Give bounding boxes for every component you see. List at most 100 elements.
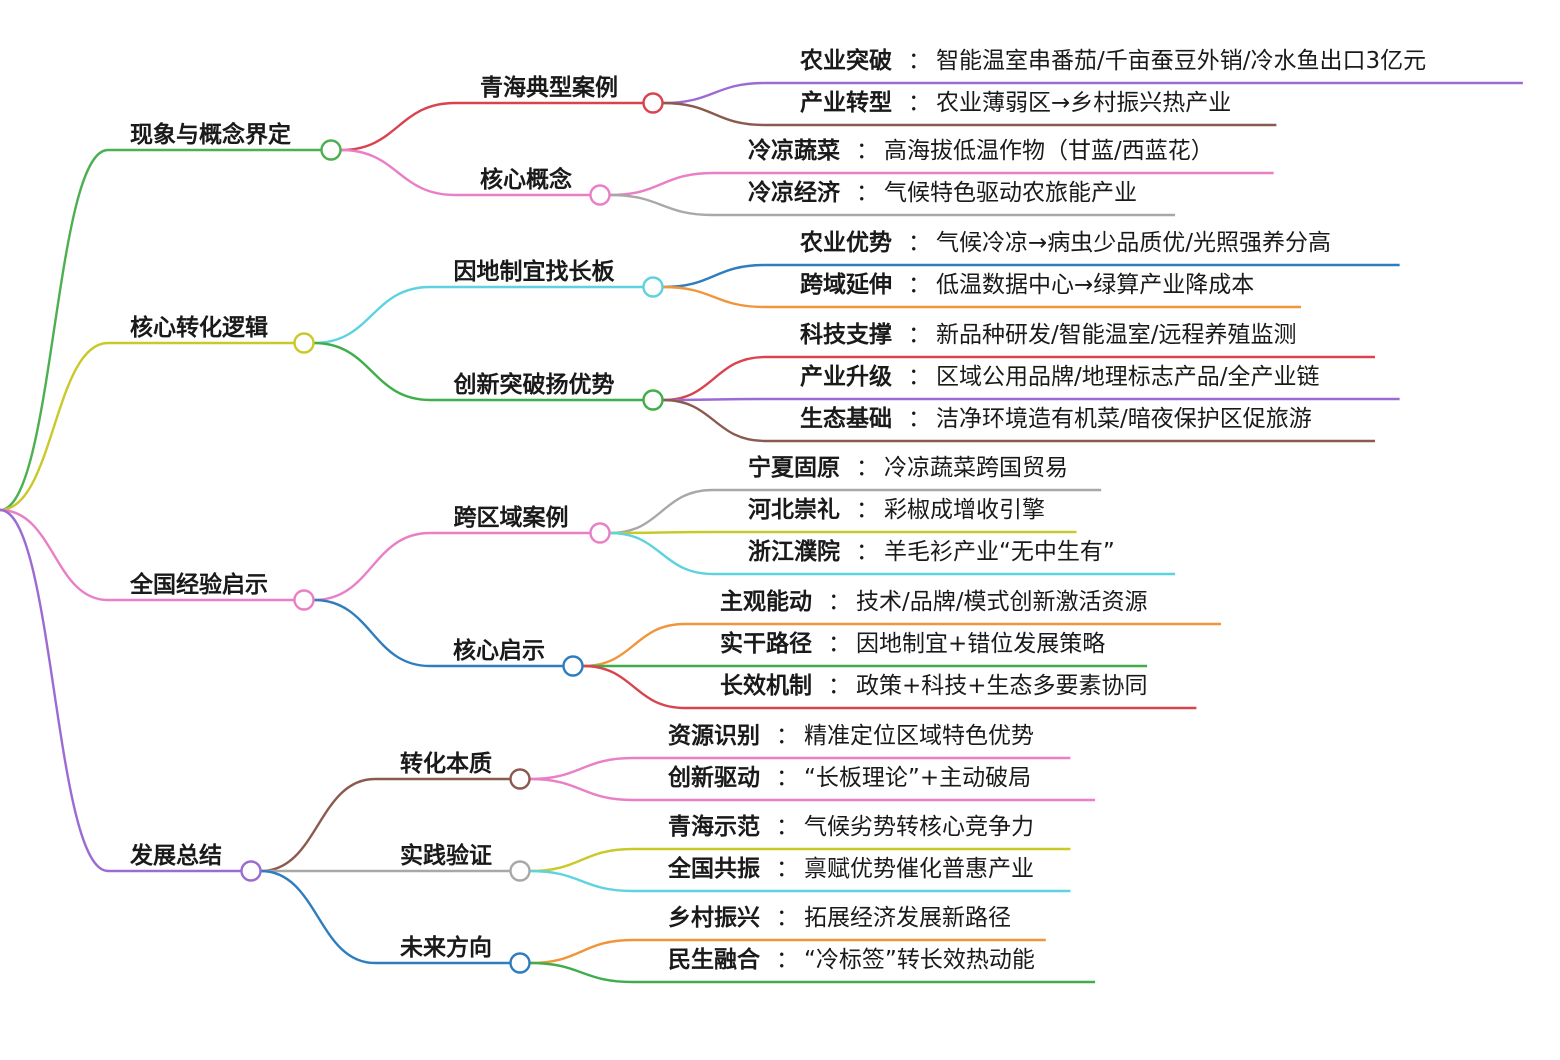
root-link: [0, 148, 109, 512]
leaf-key[interactable]: 主观能动: [720, 588, 812, 615]
leaf-link: [529, 938, 634, 965]
topic-label[interactable]: 现象与概念界定: [130, 121, 291, 148]
subtopic-node-dot[interactable]: [509, 860, 531, 882]
subtopic-node-dot[interactable]: [642, 276, 664, 298]
root-link: [0, 508, 109, 602]
leaf-value[interactable]: 洁净环境造有机菜/暗夜保护区促旅游: [936, 406, 1312, 432]
topic-node-dot[interactable]: [320, 139, 342, 161]
leaf-colon: ：: [776, 905, 799, 931]
leaf-key[interactable]: 民生融合: [668, 946, 761, 973]
leaf-key[interactable]: 长效机制: [720, 672, 812, 699]
topic-node-dot[interactable]: [293, 589, 315, 611]
leaf-colon: ：: [908, 364, 931, 390]
leaf-link: [582, 664, 686, 710]
leaf-value[interactable]: “冷标签”转长效热动能: [804, 947, 1035, 973]
leaf-key[interactable]: 冷凉经济: [748, 179, 841, 206]
subtopic-node-dot[interactable]: [562, 655, 584, 677]
leaf-colon: ：: [856, 539, 879, 565]
leaf-value[interactable]: 智能温室串番茄/千亩蚕豆外销/冷水鱼出口3亿元: [936, 48, 1426, 74]
subtopic-label[interactable]: 因地制宜找长板: [454, 258, 616, 285]
leaf-colon: ：: [776, 856, 799, 882]
subtopic-node-dot[interactable]: [642, 92, 664, 114]
leaf-colon: ：: [908, 230, 931, 256]
leaf-link: [662, 397, 766, 402]
leaf-link: [662, 101, 766, 127]
leaf-value[interactable]: 高海拔低温作物（甘蓝/西蓝花）: [884, 138, 1214, 164]
leaf-value[interactable]: 拓展经济发展新路径: [804, 905, 1011, 931]
topic-label[interactable]: 全国经验启示: [129, 571, 268, 598]
leaf-link: [609, 171, 714, 197]
leaf-key[interactable]: 农业突破: [799, 47, 892, 74]
subtopic-label[interactable]: 跨区域案例: [454, 504, 569, 531]
leaf-key[interactable]: 乡村振兴: [668, 904, 760, 931]
leaf-value[interactable]: 冷凉蔬菜跨国贸易: [884, 455, 1068, 481]
subtopic-link: [313, 341, 431, 402]
leaf-colon: ：: [828, 589, 851, 615]
leaf-link: [662, 355, 766, 402]
leaf-link: [529, 777, 634, 802]
topic-label[interactable]: 核心转化逻辑: [130, 314, 268, 341]
leaf-value[interactable]: 农业薄弱区→乡村振兴热产业: [936, 90, 1231, 116]
subtopic-label[interactable]: 核心概念: [480, 166, 572, 193]
subtopic-node-dot[interactable]: [642, 389, 664, 411]
leaf-key[interactable]: 产业转型: [800, 89, 892, 116]
leaf-key[interactable]: 浙江濮院: [748, 538, 840, 565]
nodes: 现象与概念界定 青海典型案例 农业突破 ： 智能温室串番茄/千亩蚕豆外销/冷水鱼出口3亿…: [129, 47, 1426, 974]
leaf-key[interactable]: 跨域延伸: [800, 271, 892, 298]
leaf-key[interactable]: 宁夏固原: [748, 454, 840, 481]
leaf-link: [662, 263, 766, 289]
subtopic-node-dot[interactable]: [589, 522, 611, 544]
leaf-link: [662, 81, 766, 105]
subtopic-label[interactable]: 未来方向: [400, 934, 492, 961]
leaf-colon: ：: [828, 673, 851, 699]
leaf-value[interactable]: 彩椒成增收引擎: [884, 497, 1045, 523]
subtopic-link: [260, 777, 376, 873]
leaf-key[interactable]: 科技支撑: [800, 322, 892, 348]
leaf-link: [609, 531, 714, 576]
subtopic-label[interactable]: 青海典型案例: [480, 74, 618, 101]
leaf-value[interactable]: 政策+科技+生态多要素协同: [856, 673, 1148, 699]
leaf-link: [529, 961, 634, 984]
topic-node-dot[interactable]: [240, 860, 262, 882]
leaf-value[interactable]: 禀赋优势催化普惠产业: [804, 856, 1034, 882]
leaf-value[interactable]: “长板理论”+主动破局: [804, 765, 1031, 791]
leaf-value[interactable]: 新品种研发/智能温室/远程养殖监测: [936, 322, 1297, 348]
leaf-value[interactable]: 精准定位区域特色优势: [804, 723, 1034, 749]
leaf-key[interactable]: 河北崇礼: [748, 496, 840, 523]
leaf-value[interactable]: 因地制宜+错位发展策略: [856, 631, 1105, 657]
leaf-key[interactable]: 实干路径: [720, 630, 812, 657]
leaf-link: [529, 847, 634, 873]
subtopic-node-dot[interactable]: [509, 952, 531, 974]
leaf-key[interactable]: 青海示范: [668, 813, 760, 840]
leaf-value[interactable]: 区域公用品牌/地理标志产品/全产业链: [936, 364, 1320, 390]
subtopic-label[interactable]: 转化本质: [400, 750, 492, 777]
leaf-colon: ：: [776, 814, 799, 840]
leaf-key[interactable]: 全国共振: [667, 855, 760, 882]
leaf-colon: ：: [856, 455, 879, 481]
leaf-key[interactable]: 资源识别: [668, 723, 760, 749]
leaf-key[interactable]: 生态基础: [800, 405, 892, 432]
leaf-value[interactable]: 技术/品牌/模式创新激活资源: [856, 589, 1148, 615]
leaf-colon: ：: [856, 497, 879, 523]
leaf-link: [609, 488, 714, 535]
leaf-key[interactable]: 农业优势: [799, 229, 892, 256]
leaf-key[interactable]: 冷凉蔬菜: [748, 137, 840, 164]
topic-label[interactable]: 发展总结: [129, 842, 222, 869]
subtopic-node-dot[interactable]: [509, 768, 531, 790]
leaf-key[interactable]: 创新驱动: [667, 764, 760, 791]
subtopic-label[interactable]: 实践验证: [400, 842, 492, 869]
leaf-colon: ：: [776, 947, 799, 973]
subtopic-label[interactable]: 创新突破扬优势: [453, 371, 615, 398]
leaf-key[interactable]: 产业升级: [800, 363, 892, 390]
leaf-link: [609, 193, 714, 217]
branch-links: [0, 81, 1523, 984]
leaf-colon: ：: [828, 631, 851, 657]
leaf-value[interactable]: 气候特色驱动农旅能产业: [884, 180, 1137, 206]
subtopic-label[interactable]: 核心启示: [453, 637, 545, 664]
leaf-value[interactable]: 气候劣势转核心竞争力: [804, 814, 1034, 840]
leaf-value[interactable]: 低温数据中心→绿算产业降成本: [936, 272, 1254, 298]
subtopic-node-dot[interactable]: [589, 184, 611, 206]
topic-node-dot[interactable]: [293, 332, 315, 354]
leaf-value[interactable]: 羊毛衫产业“无中生有”: [884, 539, 1115, 565]
leaf-value[interactable]: 气候冷凉→病虫少品质优/光照强养分高: [936, 230, 1331, 256]
